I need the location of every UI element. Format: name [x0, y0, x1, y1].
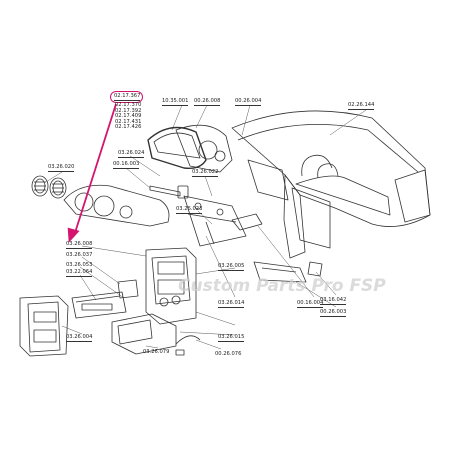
highlight-ring [110, 91, 143, 103]
part-label[interactable]: 03.26.004 [66, 334, 93, 342]
part-label-highlighted[interactable]: 02.17.367 [114, 93, 141, 101]
highlight-arrow [67, 103, 117, 243]
part-label-stack-5[interactable]: 02.17.426 [115, 124, 142, 131]
center-console-frame [145, 247, 197, 325]
part-label-stack-4[interactable]: 02.17.431 [115, 118, 142, 125]
part-label[interactable]: 03.26.023 [176, 206, 203, 214]
dashboard-body [231, 110, 431, 259]
console-trim-frame [19, 295, 69, 357]
bolt-part [149, 185, 189, 199]
cable [175, 335, 201, 356]
gauge-bezel [147, 126, 207, 170]
part-label[interactable]: 03.26.022 [192, 169, 219, 177]
part-label[interactable]: 00.26.004 [235, 98, 262, 106]
part-label[interactable]: 00.26.008 [194, 98, 221, 106]
instrument-housing [175, 124, 233, 173]
part-label[interactable]: 03.26.037 [66, 252, 93, 258]
clip-part [307, 261, 323, 277]
part-label[interactable]: 03.26.024 [118, 150, 145, 158]
air-vents [31, 175, 67, 199]
part-label[interactable]: 03.26.014 [218, 300, 245, 308]
control-module [183, 195, 263, 247]
part-label[interactable]: 00.26.003 [320, 309, 347, 317]
radio-unit [71, 291, 127, 319]
part-number-stack: 02.17.370 02.17.392 02.17.409 02.17.431 … [115, 102, 142, 131]
part-label[interactable]: 03.16.042 [320, 297, 347, 305]
part-label[interactable]: 03.26.008 [66, 241, 93, 249]
part-label[interactable]: 02.26.144 [348, 102, 375, 110]
part-label[interactable]: 00.26.076 [215, 351, 242, 357]
part-label[interactable]: 03.26.053 [66, 262, 93, 268]
part-label[interactable]: 03.26.020 [48, 164, 75, 172]
watermark-text: Custom Parts Pro FSP [178, 276, 386, 296]
part-label-stack-2[interactable]: 02.17.392 [115, 107, 142, 114]
part-label[interactable]: 03.26.079 [143, 349, 170, 355]
instrument-cluster-cover [63, 184, 170, 227]
part-label-stack-3[interactable]: 02.17.409 [115, 113, 142, 120]
part-label[interactable]: 10.35.001 [162, 98, 189, 106]
part-label[interactable]: 00.16.004 [297, 300, 324, 308]
part-label[interactable]: 03.26.015 [218, 334, 245, 342]
part-label[interactable]: 03.22.064 [66, 269, 93, 277]
part-label[interactable]: 03.26.005 [218, 263, 245, 271]
part-label[interactable]: 00.16.003 [113, 161, 140, 169]
storage-tray [111, 313, 177, 355]
part-label-stack-1[interactable]: 02.17.370 [115, 102, 142, 108]
glove-box-panel [253, 261, 307, 283]
